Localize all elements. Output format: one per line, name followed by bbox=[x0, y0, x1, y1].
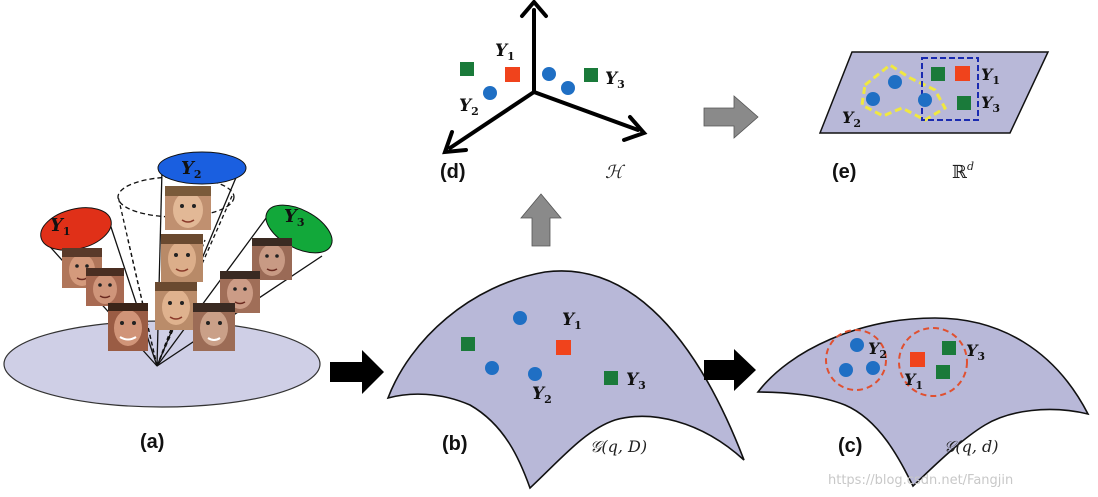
manifold-label-b: 𝒢(q, D) bbox=[590, 437, 647, 456]
point-y1 bbox=[955, 66, 970, 81]
cone-label-y3: Y3 bbox=[284, 206, 305, 229]
point-y3 bbox=[584, 68, 598, 82]
face-image bbox=[165, 186, 211, 230]
point-y3 bbox=[957, 96, 971, 110]
point-y2 bbox=[528, 367, 542, 381]
point-y2 bbox=[485, 361, 499, 375]
point-y3 bbox=[461, 337, 475, 351]
label-y1: Y1 bbox=[981, 65, 1000, 87]
panel-label-b: (b) bbox=[442, 433, 468, 455]
coordinate-axes bbox=[448, 8, 640, 150]
label-y2: Y2 bbox=[842, 108, 861, 130]
point-y2 bbox=[542, 67, 556, 81]
label-y3: Y3 bbox=[605, 69, 625, 91]
point-y3 bbox=[604, 371, 618, 385]
point-y3 bbox=[942, 341, 956, 355]
cone-label-y2: Y2 bbox=[181, 158, 202, 181]
face-images bbox=[62, 186, 292, 351]
arrow-a-to-b bbox=[330, 350, 384, 394]
label-y2: Y2 bbox=[459, 96, 479, 118]
panel-b: Y1 Y2 Y3 (b) 𝒢(q, D) bbox=[386, 270, 745, 490]
panel-label-a: (a) bbox=[140, 431, 164, 453]
arrow-b-to-d bbox=[520, 193, 562, 247]
label-y2: Y2 bbox=[532, 384, 552, 406]
label-y3: Y3 bbox=[626, 370, 646, 392]
cluster-y2-boundary bbox=[860, 63, 948, 122]
point-y2 bbox=[850, 338, 864, 352]
point-y3 bbox=[931, 67, 945, 81]
point-y2 bbox=[866, 92, 880, 106]
axis-arrow-right bbox=[622, 115, 648, 142]
cone-label-y1: Y1 bbox=[50, 215, 71, 238]
arrow-d-to-e bbox=[703, 95, 759, 139]
label-y3: Y3 bbox=[966, 341, 985, 363]
point-y1 bbox=[910, 352, 925, 367]
label-y1: Y1 bbox=[495, 41, 515, 63]
point-y2 bbox=[839, 363, 853, 377]
cluster-y2-boundary bbox=[825, 329, 887, 391]
point-y2 bbox=[888, 75, 902, 89]
point-y2 bbox=[483, 86, 497, 100]
point-y1 bbox=[505, 67, 520, 82]
panel-d: Y1 Y2 Y3 (d) ℋ bbox=[440, 0, 648, 183]
point-y1 bbox=[556, 340, 571, 355]
panel-label-c: (c) bbox=[838, 435, 862, 457]
arrow-b-to-c bbox=[704, 349, 756, 391]
face-image bbox=[155, 282, 197, 330]
panel-a: Y1 Y2 Y3 bbox=[3, 151, 333, 453]
point-y3 bbox=[460, 62, 474, 76]
cluster-y1y3-boundary bbox=[898, 327, 968, 397]
label-y3: Y3 bbox=[981, 93, 1000, 115]
face-image bbox=[86, 268, 124, 306]
face-image bbox=[108, 303, 148, 351]
face-image bbox=[161, 234, 203, 282]
cone-cap-y2 bbox=[157, 151, 247, 185]
point-y2 bbox=[918, 93, 932, 107]
panel-e: Y1 Y2 Y3 (e) ℝd bbox=[818, 51, 1050, 183]
face-image bbox=[193, 303, 235, 351]
panel-c: Y2 Y1 Y3 (c) 𝒢(q, d) bbox=[756, 317, 1090, 488]
point-y2 bbox=[561, 81, 575, 95]
point-y2 bbox=[866, 361, 880, 375]
cluster-y1y3-boundary bbox=[921, 57, 979, 121]
panel-label-e: (e) bbox=[832, 161, 856, 183]
base-ellipse bbox=[3, 320, 321, 408]
axis-arrow-left bbox=[442, 130, 468, 155]
manifold-surface bbox=[386, 270, 745, 490]
label-y1: Y1 bbox=[904, 370, 923, 392]
label-y2: Y2 bbox=[868, 339, 887, 361]
face-image bbox=[62, 248, 102, 288]
label-y1: Y1 bbox=[562, 310, 582, 332]
space-label-rd: ℝd bbox=[952, 160, 974, 183]
face-image bbox=[252, 238, 292, 280]
point-y2 bbox=[513, 311, 527, 325]
panel-label-d: (d) bbox=[440, 161, 466, 183]
point-y3 bbox=[936, 365, 950, 379]
axis-arrow-up bbox=[520, 0, 548, 18]
space-label-h: ℋ bbox=[605, 162, 626, 183]
manifold-surface bbox=[756, 317, 1090, 488]
watermark-text: https://blog.csdn.net/Fangjin bbox=[828, 473, 1013, 488]
manifold-label-c: 𝒢(q, d) bbox=[944, 437, 999, 456]
